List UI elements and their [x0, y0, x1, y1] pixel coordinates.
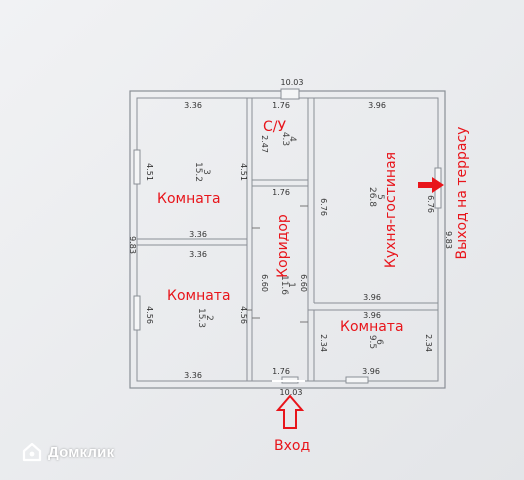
dim-top-left-room: 3.36 [184, 101, 202, 110]
label-entrance: Вход [274, 438, 310, 454]
room-areas: 3 15.2 4 4.3 5 26.8 1 11.6 2 15.3 6 9.5 [193, 132, 385, 349]
room1-number: 3 [201, 169, 211, 175]
dim-corridor-top: 1.76 [272, 188, 290, 197]
dim-overall-left: 9.83 [128, 236, 137, 254]
dimensions: 10.03 3.36 1.76 3.96 2.47 4.51 4.51 1.76… [128, 78, 453, 397]
dim-room1-h-outer: 4.51 [145, 163, 154, 181]
dim-overall-bottom: 10.03 [280, 388, 303, 397]
dim-room2-h-inner: 4.56 [239, 306, 248, 324]
dim-bottom-corridor: 1.76 [272, 367, 290, 376]
kitchen-number: 5 [375, 194, 385, 200]
label-kitchen: Кухня-гостиная [383, 152, 399, 268]
label-room-top-left: Комната [157, 191, 221, 207]
dim-corridor-h-right: 6.60 [299, 274, 308, 292]
dim-bath-h: 2.47 [260, 135, 269, 153]
label-bath: С/У [263, 119, 286, 135]
room3-number: 6 [374, 339, 384, 345]
dim-kitchen-h: 6.76 [319, 198, 328, 216]
watermark-brand: Домклик [48, 443, 115, 461]
entrance-arrow-icon [275, 394, 305, 429]
label-room-bottom-left: Комната [167, 288, 231, 304]
room2-area: 15.3 [196, 308, 206, 328]
dim-overall-right: 9.83 [444, 231, 453, 249]
domclick-house-icon [22, 442, 42, 462]
room1-area: 15.2 [193, 162, 203, 182]
corridor-number: 1 [286, 282, 296, 288]
dim-kitchen-bottom: 3.96 [363, 293, 381, 302]
dim-top-bath: 1.76 [272, 101, 290, 110]
dim-room3-top: 3.96 [363, 311, 381, 320]
dim-overall-top: 10.03 [281, 78, 304, 87]
dim-room3-h-right: 2.34 [424, 334, 433, 352]
label-terrace-exit: Выход на террасу [454, 127, 470, 260]
domclick-watermark: Домклик [22, 442, 114, 462]
dim-mid-left-top: 3.36 [189, 230, 207, 239]
kitchen-area: 26.8 [367, 187, 377, 207]
terrace-arrow-icon [418, 177, 444, 193]
label-corridor: Коридор [275, 214, 291, 278]
dim-kitchen-h-right: 6.76 [426, 195, 435, 213]
dim-mid-left-bottom: 3.36 [189, 250, 207, 259]
room3-area: 9.5 [367, 335, 377, 349]
corridor-area: 11.6 [279, 275, 289, 295]
label-room-bottom-right: Комната [340, 319, 404, 335]
dim-top-kitchen: 3.96 [368, 101, 386, 110]
annotations: С/У Комната Коридор Кухня-гостиная Выход… [157, 119, 470, 454]
dim-room1-h-inner: 4.51 [239, 163, 248, 181]
dim-bottom-left: 3.36 [184, 371, 202, 380]
dim-bottom-right: 3.96 [362, 367, 380, 376]
dim-room2-h-outer: 4.56 [145, 306, 154, 324]
dim-corridor-h-left: 6.60 [260, 274, 269, 292]
dim-room3-h-left: 2.34 [319, 334, 328, 352]
room2-number: 2 [204, 315, 214, 321]
bath-area: 4.3 [280, 132, 290, 146]
bath-number: 4 [287, 136, 297, 142]
door-ticks [247, 205, 308, 323]
